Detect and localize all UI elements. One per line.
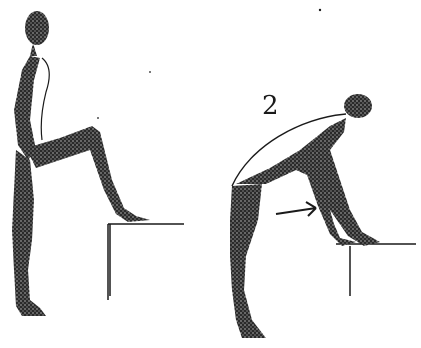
speck <box>149 71 151 73</box>
right-box <box>336 244 416 296</box>
left-torso-front <box>41 58 49 140</box>
figure-forward-stretch <box>230 94 416 338</box>
right-torso-arm <box>236 118 380 246</box>
right-standing-leg <box>230 184 266 338</box>
speck <box>97 117 99 119</box>
left-torso-back <box>14 56 40 160</box>
left-raised-leg <box>26 126 150 222</box>
left-standing-leg <box>12 150 46 316</box>
step-number-label: 2 <box>262 93 279 119</box>
left-neck <box>30 43 37 56</box>
speck <box>319 9 321 11</box>
right-head <box>344 94 372 118</box>
left-head <box>25 11 49 45</box>
left-box <box>108 224 184 300</box>
figure-standing-step <box>12 11 184 316</box>
